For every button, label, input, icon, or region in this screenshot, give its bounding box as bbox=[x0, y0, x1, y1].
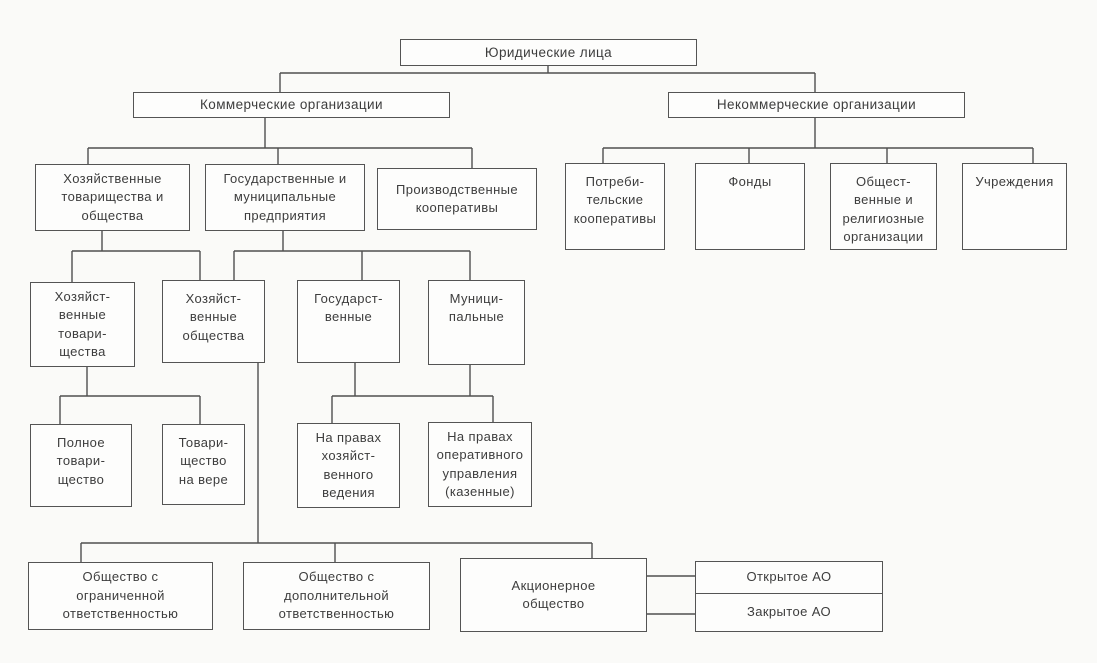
node-state-municipal-enterprises: Государственные и муниципальные предприя… bbox=[205, 164, 365, 231]
node-business-societies: Хозяйст- венные общества bbox=[162, 280, 265, 363]
node-funds: Фонды bbox=[695, 163, 805, 250]
node-institutions: Учреждения bbox=[962, 163, 1067, 250]
node-full-partnership: Полное товари- щество bbox=[30, 424, 132, 507]
node-municipal-enterprises: Муници- пальные bbox=[428, 280, 525, 365]
connector-ao-types bbox=[647, 575, 695, 615]
node-state-enterprises: Государст- венные bbox=[297, 280, 400, 363]
connector-commercial bbox=[87, 118, 473, 168]
connector-partnerships-societies bbox=[71, 231, 201, 282]
node-legal-entities: Юридические лица bbox=[400, 39, 697, 66]
node-limited-liability-society: Общество с ограниченной ответственностью bbox=[28, 562, 213, 630]
node-commercial-organizations: Коммерческие организации bbox=[133, 92, 450, 118]
node-noncommercial-organizations: Некоммерческие организации bbox=[668, 92, 965, 118]
node-ao-types-group: Открытое АО Закрытое АО bbox=[695, 561, 883, 632]
node-business-partnerships-and-societies: Хозяйственные товарищества и общества bbox=[35, 164, 190, 231]
node-consumer-cooperatives: Потреби- тельские кооперативы bbox=[565, 163, 665, 250]
connector-society-types bbox=[80, 363, 593, 562]
connector-enterprise-rights bbox=[331, 363, 494, 423]
node-business-partnerships: Хозяйст- венные товари- щества bbox=[30, 282, 135, 367]
connector-root bbox=[279, 66, 816, 92]
node-public-religious-organizations: Общест- венные и религиозные организации bbox=[830, 163, 937, 250]
node-joint-stock-society: Акционерное общество bbox=[460, 558, 647, 632]
node-production-cooperatives: Производственные кооперативы bbox=[377, 168, 537, 230]
node-operational-management-rights: На правах оперативного управления (казен… bbox=[428, 422, 532, 507]
node-additional-liability-society: Общество с дополнительной ответственност… bbox=[243, 562, 430, 630]
node-economic-management-rights: На правах хозяйст- венного ведения bbox=[297, 423, 400, 508]
connector-state-municipal bbox=[233, 231, 471, 280]
connector-noncommercial bbox=[602, 118, 1034, 163]
node-partnership-on-faith: Товари- щество на вере bbox=[162, 424, 245, 505]
node-closed-ao: Закрытое АО bbox=[746, 604, 832, 620]
connector-partnership-types bbox=[59, 367, 201, 424]
node-open-ao: Открытое АО bbox=[696, 562, 882, 594]
